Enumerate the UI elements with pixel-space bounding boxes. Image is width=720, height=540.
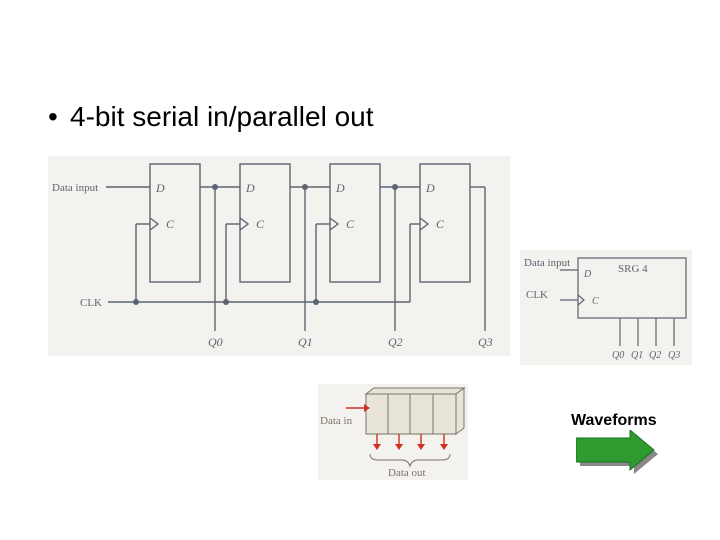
data-out-brace [369, 453, 451, 468]
symbol-q3-label: Q3 [668, 350, 680, 361]
ff2-c-label: C [346, 217, 355, 231]
register-cell-3 [432, 393, 457, 435]
output-q3-label: Q3 [478, 335, 493, 349]
flip-flop-2 [329, 163, 381, 283]
data-out-label: Data out [388, 467, 426, 479]
right-arrow-icon[interactable] [576, 430, 660, 476]
data-in-label: Data in [320, 415, 353, 427]
arrow-shape[interactable] [576, 430, 655, 472]
symbol-c-label: C [592, 296, 599, 307]
output-q2-label: Q2 [388, 335, 403, 349]
symbol-clk-label: CLK [526, 289, 548, 301]
ff1-d-label: D [245, 181, 255, 195]
register-cell-1 [387, 393, 411, 435]
clk-label: CLK [80, 297, 102, 309]
flip-flop-1 [239, 163, 291, 283]
shift-register-circuit: Data input CLK D D D D C C C C Q0 Q1 Q2 … [48, 156, 510, 356]
register-cell-2 [409, 393, 434, 435]
output-q0-label: Q0 [208, 335, 223, 349]
symbol-d-label: D [583, 269, 592, 280]
bullet-text: 4-bit serial in/parallel out [70, 101, 374, 132]
symbol-q1-label: Q1 [631, 350, 643, 361]
srg4-box [577, 257, 687, 319]
ff2-d-label: D [335, 181, 345, 195]
symbol-q2-label: Q2 [649, 350, 661, 361]
output-q1-label: Q1 [298, 335, 313, 349]
ff0-c-label: C [166, 217, 175, 231]
ff3-c-label: C [436, 217, 445, 231]
register-cell-0 [365, 393, 389, 435]
register-top-face [364, 387, 466, 395]
ff3-d-label: D [425, 181, 435, 195]
symbol-background [520, 250, 692, 365]
data-input-label: Data input [52, 182, 98, 194]
circuit-background [48, 156, 510, 356]
symbol-q0-label: Q0 [612, 350, 624, 361]
flip-flop-0 [149, 163, 201, 283]
bullet-item: • 4-bit serial in/parallel out [48, 101, 374, 133]
flip-flop-3 [419, 163, 471, 283]
symbol-data-input-label: Data input [524, 257, 570, 269]
register-side-face [455, 387, 465, 435]
symbol-title: SRG 4 [618, 263, 648, 275]
waveforms-label: Waveforms [571, 412, 657, 429]
bullet-symbol: • [48, 101, 58, 132]
ff0-d-label: D [155, 181, 165, 195]
srg4-logic-symbol: Data input CLK SRG 4 D C Q0 Q1 Q2 Q3 [520, 250, 692, 365]
register-block-diagram: Data in Data out [318, 384, 468, 480]
ff1-c-label: C [256, 217, 265, 231]
